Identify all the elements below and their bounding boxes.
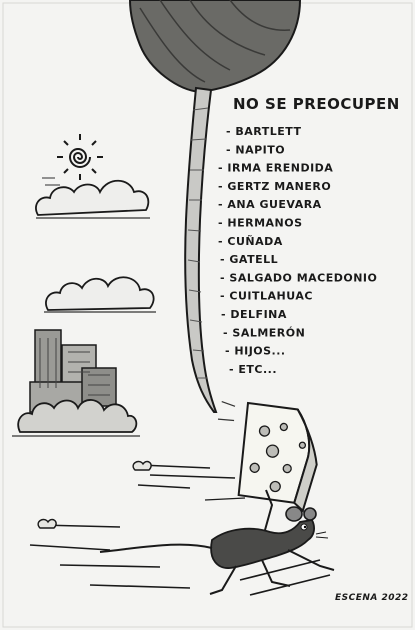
running-rat <box>99 489 335 595</box>
cheese <box>217 400 318 513</box>
name-list-item: - IRMA ERENDIDA <box>218 162 333 175</box>
name-list-item: - ETC... <box>229 363 277 376</box>
name-list-item: - HIJOS... <box>225 345 286 358</box>
giant-rat-tail <box>184 86 218 413</box>
giant-rat-body <box>128 0 302 94</box>
name-list-item: - HERMANOS <box>218 217 303 230</box>
name-list-item: - DELFINA <box>221 308 287 321</box>
artist-signature: ESCENA 2022 <box>335 593 409 603</box>
bushes <box>12 399 140 437</box>
name-list-item: - CUITLAHUAC <box>220 290 313 303</box>
name-list-item: - SALGADO MACEDONIO <box>220 271 377 284</box>
name-list-item: - ANA GUEVARA <box>218 198 322 211</box>
heading: NO SE PREOCUPEN <box>233 95 400 113</box>
speed-lines <box>29 464 331 596</box>
name-list-item: - GATELL <box>220 253 278 266</box>
cloud-lower <box>44 276 156 313</box>
city-skyline <box>29 329 117 413</box>
name-list: - BARTLETT - NAPITO - IRMA ERENDIDA - GERTZ… <box>218 125 377 376</box>
sun-icon <box>57 134 103 180</box>
cloud-upper <box>35 177 150 219</box>
name-list-item: - CUÑADA <box>218 235 283 248</box>
name-list-item: - BARTLETT <box>226 125 302 138</box>
name-list-item: - NAPITO <box>226 143 285 156</box>
name-list-item: - SALMERÓN <box>223 326 305 339</box>
dust-puffs <box>37 460 152 529</box>
name-list-item: - GERTZ MANERO <box>218 180 331 193</box>
